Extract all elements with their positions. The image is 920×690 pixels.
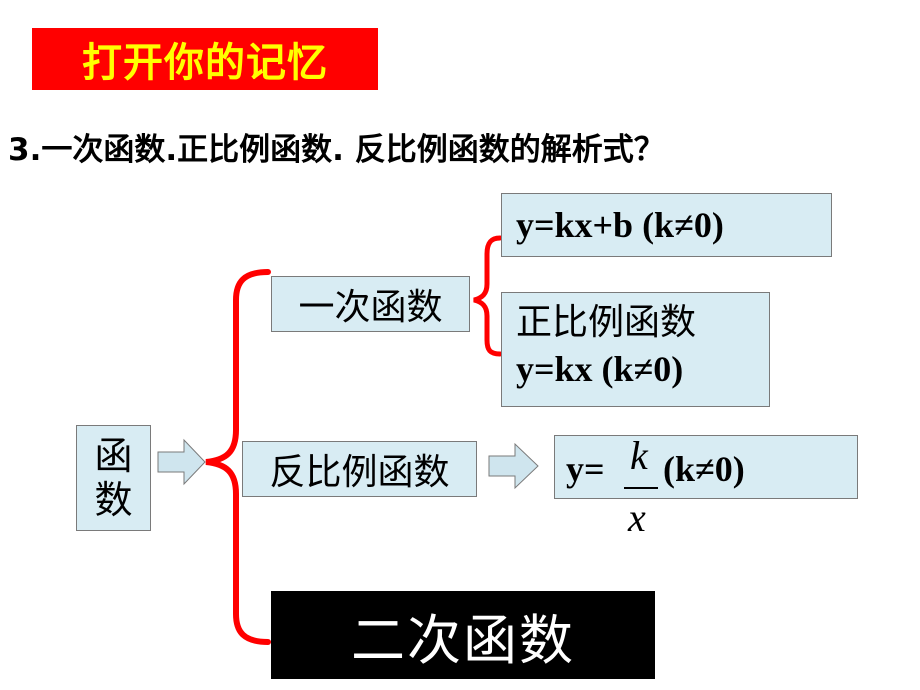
linear-function-box: 一次函数 <box>271 276 470 332</box>
inverse-formula-box <box>554 435 858 499</box>
main-brace <box>205 269 271 645</box>
title-text: 打开你的记忆 <box>82 40 328 86</box>
question-text: 3.一次函数.正比例函数. 反比例函数的解析式？ <box>8 132 665 168</box>
linear-brace <box>473 235 503 357</box>
linear-formula: y=kx+b (k≠0) <box>516 205 724 245</box>
direct-proportion-formula: y=kx (k≠0) <box>516 349 684 389</box>
root-arrow <box>157 438 206 486</box>
inverse-condition: (k≠0) <box>663 449 745 489</box>
direct-proportion-box: 正比例函数 y=kx (k≠0) <box>501 292 770 407</box>
inverse-function-label: 反比例函数 <box>269 452 450 493</box>
linear-formula-box: y=kx+b (k≠0) <box>501 193 832 257</box>
quadratic-function-box: 二次函数 <box>271 591 655 679</box>
inverse-arrow <box>488 442 539 490</box>
linear-function-label: 一次函数 <box>298 287 443 328</box>
inverse-numerator: k <box>630 433 648 478</box>
root-line-1: 函 <box>94 434 133 478</box>
inverse-function-box: 反比例函数 <box>242 441 477 497</box>
direct-proportion-label: 正比例函数 <box>516 302 697 343</box>
title-banner: 打开你的记忆 <box>32 28 378 90</box>
inverse-formula-prefix: y= <box>566 449 605 489</box>
inverse-denominator: x <box>628 495 646 540</box>
root-line-2: 数 <box>94 478 133 522</box>
root-function-box: 函 数 <box>76 425 151 531</box>
quadratic-function-label: 二次函数 <box>351 608 575 672</box>
